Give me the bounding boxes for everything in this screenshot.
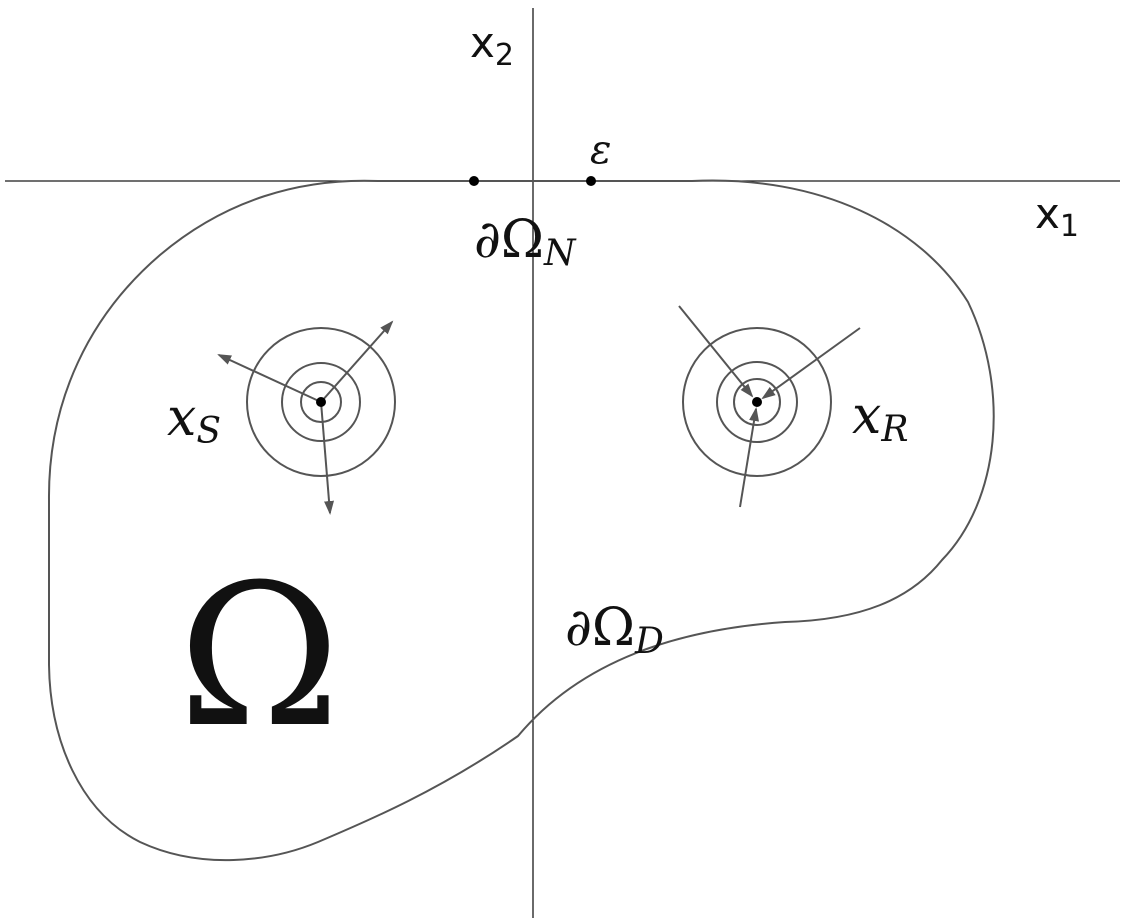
receiver-ray-upleft: [678, 305, 754, 398]
neumann-boundary-label: ∂ΩN: [474, 210, 577, 274]
source-ray-left: [217, 354, 322, 403]
source-ray-down: [320, 401, 335, 515]
receiver-ring-outer: [682, 327, 832, 477]
neumann-left-endpoint: [469, 176, 479, 186]
domain-label: Ω: [178, 543, 341, 771]
domain-boundary: [47, 179, 995, 862]
receiver-dot: [752, 397, 762, 407]
source-ring-outer: [246, 327, 396, 477]
source-ring-inner: [300, 381, 342, 423]
x2-axis-label: x2: [470, 18, 514, 73]
receiver-ring-inner: [733, 378, 781, 426]
source-point: [217, 320, 396, 515]
x1-axis-label: x1: [1035, 189, 1079, 244]
epsilon-label: ε: [590, 127, 611, 173]
source-label: xS: [167, 388, 221, 452]
receiver-ray-upright: [761, 327, 861, 400]
dirichlet-boundary-label: ∂ΩD: [565, 598, 664, 662]
source-ray-up: [320, 320, 394, 403]
receiver-ray-down: [739, 407, 760, 508]
neumann-right-endpoint: [586, 176, 596, 186]
receiver-ring-middle: [716, 361, 798, 443]
receiver-label: xR: [852, 386, 908, 450]
source-dot: [316, 397, 326, 407]
source-ring-middle: [281, 362, 361, 442]
receiver-point: [678, 305, 861, 508]
